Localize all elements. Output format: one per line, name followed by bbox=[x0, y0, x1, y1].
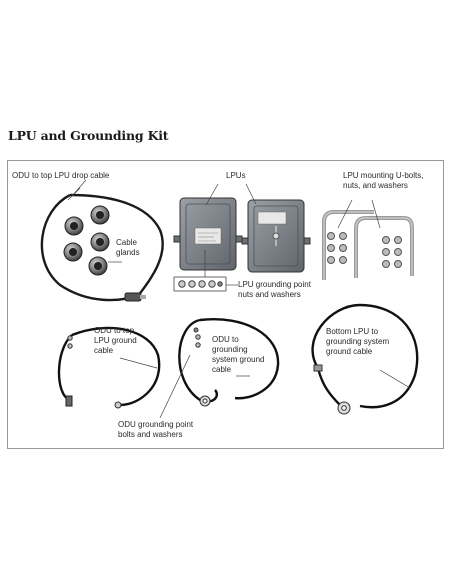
lpu-grounding-washers bbox=[173, 250, 238, 292]
lpu-box-left bbox=[173, 197, 243, 271]
label-odu-top-lpu-ground-cable: ODU to top LPU ground cable bbox=[94, 326, 137, 355]
odu-bolts-leader bbox=[159, 354, 191, 419]
label-odu-top-drop-cable: ODU to top LPU drop cable bbox=[12, 171, 110, 180]
u-bolts bbox=[322, 199, 414, 280]
label-cable-glands: Cable glands bbox=[116, 238, 140, 257]
page-title: LPU and Grounding Kit bbox=[8, 128, 169, 143]
odu-grounding-system-cable bbox=[178, 318, 280, 407]
label-odu-grounding-system-cable: ODU to grounding system ground cable bbox=[212, 335, 265, 374]
drop-cable bbox=[40, 187, 164, 302]
odu-top-ground-cable bbox=[57, 326, 161, 409]
label-bottom-lpu-ground-cable: Bottom LPU to grounding system ground ca… bbox=[326, 327, 390, 356]
label-odu-grounding-bolts: ODU grounding point bolts and washers bbox=[118, 420, 194, 439]
lpu-box-right bbox=[241, 199, 311, 273]
bottom-lpu-ground-cable bbox=[311, 303, 419, 415]
cable-glands bbox=[63, 205, 122, 276]
label-lpus: LPUs bbox=[226, 171, 246, 180]
label-lpu-mounting-u-bolts: LPU mounting U-bolts, nuts, and washers bbox=[343, 171, 424, 190]
kit-figure-frame bbox=[7, 160, 444, 449]
label-lpu-grounding-point: LPU grounding point nuts and washers bbox=[238, 280, 311, 299]
